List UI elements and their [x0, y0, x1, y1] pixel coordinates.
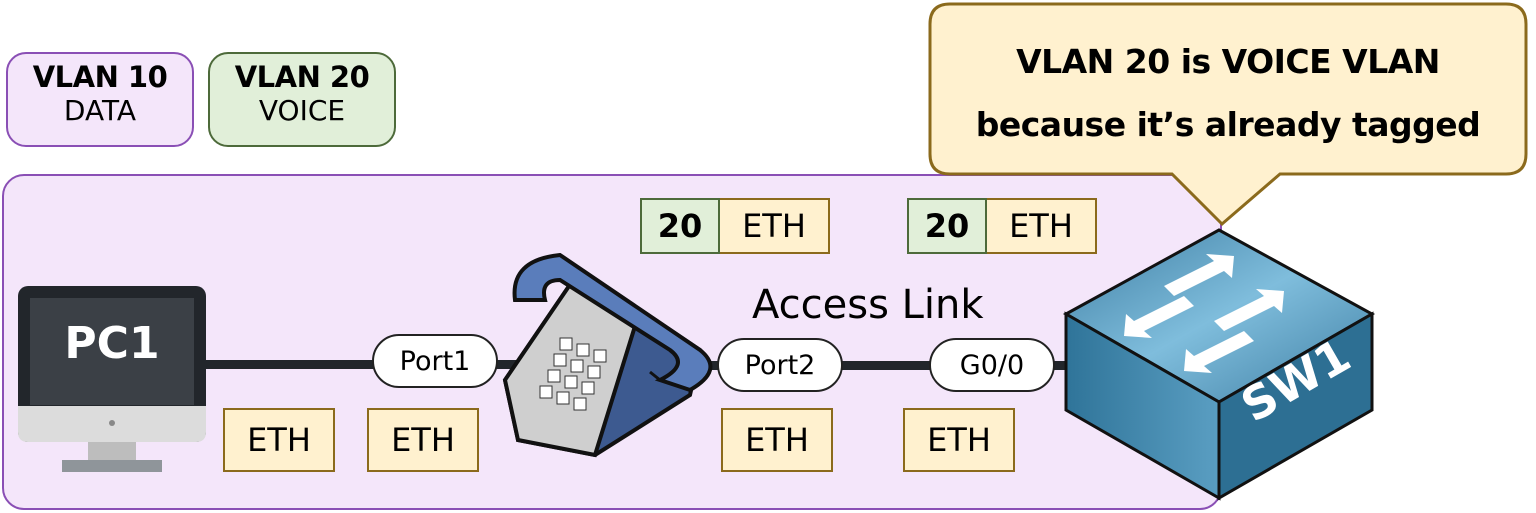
frame-tagged-phone-side: 20 ETH: [640, 198, 830, 254]
phone-icon: [502, 252, 713, 458]
legend-vlan-10: VLAN 10 DATA: [6, 52, 194, 147]
port-label-port2: Port2: [717, 338, 843, 392]
vlan-tag: 20: [907, 198, 987, 254]
legend-vlan-20: VLAN 20 VOICE: [208, 52, 396, 147]
legend-vlan-10-id: VLAN 10: [32, 60, 168, 94]
legend-vlan-10-role: DATA: [63, 94, 137, 127]
port-label-port1: Port1: [372, 334, 498, 388]
eth-header: ETH: [987, 198, 1097, 254]
eth-header: ETH: [367, 408, 479, 472]
access-link-label: Access Link: [752, 282, 984, 328]
frame-untagged-port1: ETH: [367, 408, 479, 472]
cable-pc-phone: [200, 360, 520, 369]
frame-untagged-switch: ETH: [903, 408, 1015, 472]
callout-line-2: because it’s already tagged: [975, 105, 1481, 144]
eth-header: ETH: [720, 198, 830, 254]
port-label-g0-0: G0/0: [929, 338, 1055, 392]
eth-header: ETH: [223, 408, 335, 472]
frame-untagged-port2: ETH: [721, 408, 833, 472]
legend-vlan-20-role: VOICE: [258, 94, 346, 127]
frame-tagged-switch-side: 20 ETH: [907, 198, 1097, 254]
vlan-tag: 20: [640, 198, 720, 254]
pc-icon: [18, 286, 206, 472]
eth-header: ETH: [903, 408, 1015, 472]
frame-untagged-pc: ETH: [223, 408, 335, 472]
pc-label: PC1: [64, 318, 160, 369]
switch-icon: [1062, 228, 1376, 501]
cable-phone-switch: [700, 361, 1080, 370]
legend-vlan-20-id: VLAN 20: [234, 60, 370, 94]
eth-header: ETH: [721, 408, 833, 472]
callout-line-1: VLAN 20 is VOICE VLAN: [1016, 42, 1440, 81]
callout-text: VLAN 20 is VOICE VLAN because it’s alrea…: [930, 30, 1526, 156]
